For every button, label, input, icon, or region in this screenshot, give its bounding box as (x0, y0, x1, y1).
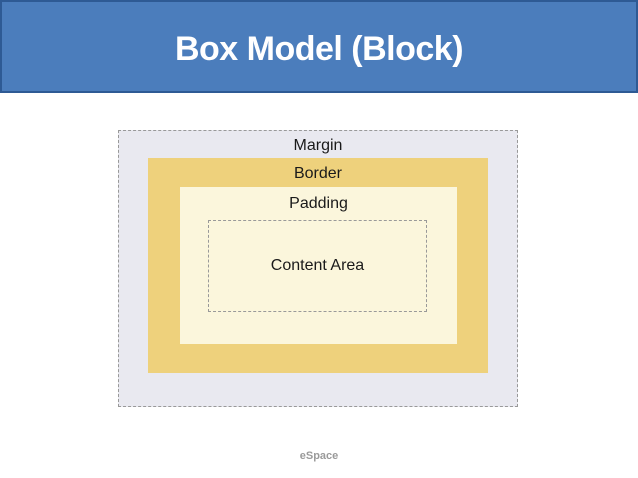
box-model-border-area: Border Padding Content Area (148, 158, 488, 373)
box-model-padding-area: Padding Content Area (180, 187, 457, 344)
padding-label: Padding (289, 195, 348, 212)
box-model-diagram-margin-area: Margin Border Padding Content Area (118, 130, 518, 407)
footer-brand: eSpace (299, 450, 339, 462)
slide-title-bar: Box Model (Block) (0, 0, 638, 93)
slide-title: Box Model (Block) (174, 30, 464, 68)
margin-label: Margin (293, 137, 343, 154)
box-model-content-area: Content Area (208, 220, 427, 312)
content-area-label: Content Area (270, 257, 365, 274)
border-label: Border (293, 165, 343, 182)
